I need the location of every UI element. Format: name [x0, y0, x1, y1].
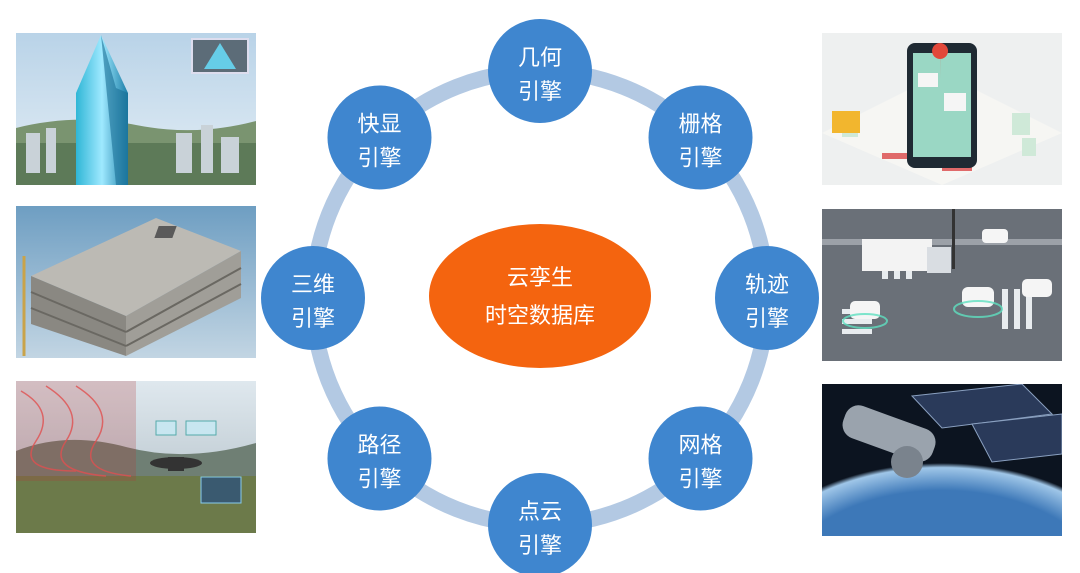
engine-node-label-line1: 路径	[357, 434, 401, 459]
engine-node-label-line2: 引擎	[518, 534, 562, 559]
photo-building-model-3d	[16, 206, 256, 358]
photo-drone-terrain-scan	[16, 381, 256, 533]
center-node: 云孪生 时空数据库	[429, 224, 651, 368]
engine-node-circle	[488, 473, 592, 573]
photo-isometric-city-phone	[822, 33, 1062, 185]
photo-autonomous-car-intersection	[822, 209, 1062, 361]
engine-node-label-line1: 三维	[291, 273, 335, 298]
engine-node-label-line2: 引擎	[679, 468, 723, 493]
engine-node-circle	[488, 19, 592, 123]
engine-node-label-line1: 轨迹	[745, 273, 789, 298]
center-title-line1: 云孪生	[507, 266, 573, 291]
engine-node-label-line1: 栅格	[679, 112, 723, 137]
engine-node-label-line2: 引擎	[357, 468, 401, 493]
engine-node-circle	[327, 85, 432, 190]
engine-node-circle	[715, 246, 819, 350]
engine-node-label-line2: 引擎	[291, 307, 335, 332]
engine-node-circle	[327, 406, 432, 511]
engine-node-label-line1: 点云	[518, 500, 562, 525]
engine-node-circle	[261, 246, 365, 350]
center-title-line2: 时空数据库	[485, 304, 595, 329]
engine-node-label-line2: 引擎	[745, 307, 789, 332]
engine-node-label-line1: 几何	[518, 46, 562, 71]
engine-node-circle	[648, 406, 753, 511]
engine-node-label-line1: 快显	[357, 112, 401, 137]
photo-satellite-over-earth	[822, 384, 1062, 536]
engine-node-label-line2: 引擎	[679, 146, 723, 171]
engine-node-label-line1: 网格	[679, 434, 723, 459]
engine-node-label-line2: 引擎	[518, 80, 562, 105]
photo-skyscraper-city	[16, 33, 256, 185]
engine-node-label-line2: 引擎	[357, 146, 401, 171]
engine-node-circle	[648, 85, 753, 190]
